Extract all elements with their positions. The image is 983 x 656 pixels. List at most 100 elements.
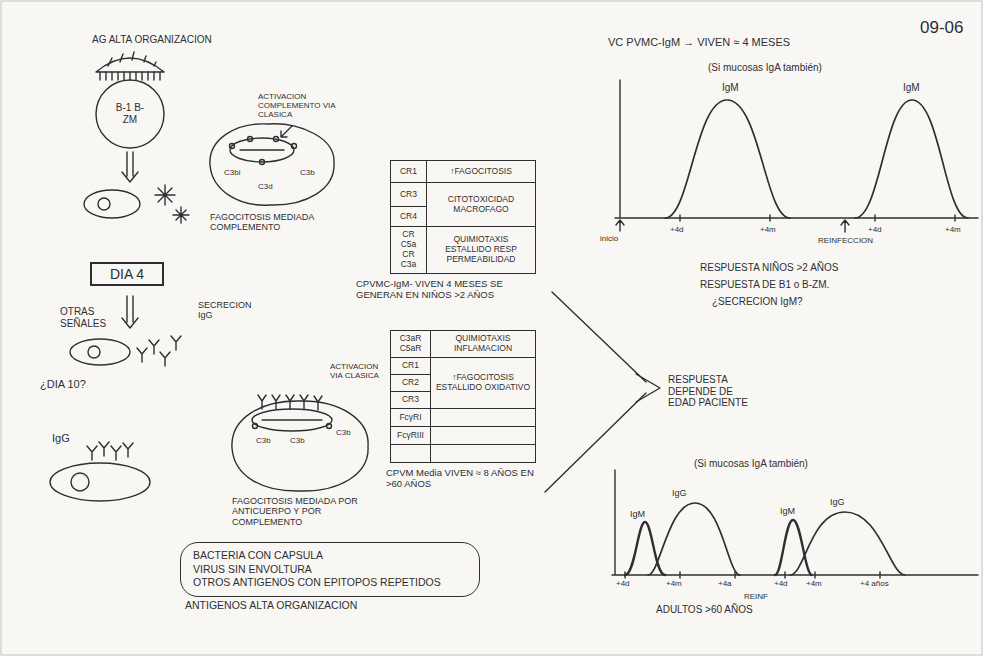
antigen-drawing xyxy=(96,52,164,80)
table-cell: FcγRIII xyxy=(391,427,431,445)
note-text: ADULTOS >60 AÑOS xyxy=(656,604,753,616)
axis-label: +4a xyxy=(718,579,732,588)
receptor-table: CPVMC-IgM- VIVEN 4 MESES SE GENERAN EN N… xyxy=(390,160,536,274)
axis-label: +4d xyxy=(670,225,684,234)
double-arrow xyxy=(122,152,138,328)
note-text: RESPUESTA DE B1 o B-ZM. xyxy=(700,279,829,291)
empty-cell xyxy=(431,409,536,427)
curve-label: IgG xyxy=(672,488,687,498)
antigen-drawing xyxy=(108,52,156,66)
complement-label: C3d xyxy=(258,182,273,191)
macrophage-drawing xyxy=(286,395,294,409)
table-cell: QUIMIOTAXIS ESTALLIDO RESP PERMEABILIDAD xyxy=(427,227,536,274)
axis-label: +4m xyxy=(760,225,776,234)
empty-cell xyxy=(431,445,536,463)
b-cell-drawing xyxy=(96,80,164,148)
double-arrow xyxy=(122,296,138,328)
note-text: (Si mucosas IgA también) xyxy=(694,458,808,470)
macrophage-drawing xyxy=(258,395,266,409)
node-text: CR2 xyxy=(394,378,427,388)
igg-antibody xyxy=(171,336,181,350)
node-text: C3aR C5aR xyxy=(394,334,427,354)
node-text: CR3 xyxy=(394,395,427,405)
graph-axis xyxy=(680,215,955,221)
graph-axis xyxy=(615,80,978,218)
axis-label: REINF xyxy=(744,592,768,601)
axis-label: +4m xyxy=(945,225,961,234)
macrophage-drawing xyxy=(248,137,253,142)
note-text: ¿SECRECION IgM? xyxy=(712,296,803,308)
table-cell: CR4 xyxy=(391,207,427,227)
node-text: QUIMIOTAXIS INFLAMACION xyxy=(434,334,532,354)
complement-label: C3b xyxy=(256,436,271,445)
node-text: VIRUS SIN ENVOLTURA xyxy=(193,563,467,577)
double-arrow xyxy=(122,152,138,182)
macrophage-drawing xyxy=(253,424,258,429)
heading-text: AG ALTA ORGANIZACION xyxy=(92,34,212,46)
node-text: ↑FAGOCITOSIS xyxy=(430,167,532,177)
antibody-curve xyxy=(775,520,812,575)
igm-pentamer xyxy=(155,185,175,205)
macrophage-drawing xyxy=(240,149,284,150)
sketch xyxy=(50,52,978,578)
plasma-cell-drawing xyxy=(84,190,140,218)
note-text: (Si mucosas IgA también) xyxy=(708,62,822,74)
table-cell: ↑FAGOCITOSIS xyxy=(427,161,536,183)
note-text: ¿DIA 10? xyxy=(40,378,86,391)
converging-arrow xyxy=(545,393,646,492)
igg-antibody xyxy=(111,446,121,460)
caption-text: FAGOCITOSIS MEDIADA COMPLEMENTO xyxy=(210,212,334,233)
igg-antibody xyxy=(137,348,147,362)
table-cell: ↑FAGOCITOSIS ESTALLIDO OXIDATIVO xyxy=(431,358,536,409)
table-cell: CITOTOXICIDAD MACROFAGO xyxy=(427,183,536,227)
antibody-curve xyxy=(625,522,665,575)
note-text: RESPUESTA DEPENDE DE EDAD PACIENTE xyxy=(668,374,753,409)
antibody-curve xyxy=(665,100,790,218)
node-text: DIA 4 xyxy=(100,266,154,282)
macrophage-drawing xyxy=(274,137,279,142)
table-cell: CR1 xyxy=(391,358,431,375)
heading-text: VC PVMC-IgM → VIVEN ≈ 4 MESES xyxy=(608,36,790,49)
day-box: DIA 4 xyxy=(90,262,164,286)
node-text: CITOTOXICIDAD MACROFAGO xyxy=(430,195,532,215)
macrophage-drawing xyxy=(260,160,265,165)
node-text: CR1 xyxy=(394,167,423,177)
table-cell: CR3 xyxy=(391,183,427,207)
macrophage-drawing xyxy=(314,396,322,410)
macrophage-drawing xyxy=(210,124,334,205)
empty-cell xyxy=(431,427,536,445)
macrophage-drawing xyxy=(262,419,322,420)
b-cell-drawing xyxy=(96,80,164,148)
macrophage-drawing xyxy=(232,401,368,491)
antigen-list-box: BACTERIA CON CAPSULAVIRUS SIN ENVOLTURAO… xyxy=(180,542,480,597)
table-cell: QUIMIOTAXIS INFLAMACION xyxy=(431,331,536,358)
plasma-cell-drawing xyxy=(71,473,89,491)
plasma-cell-drawing xyxy=(50,190,150,501)
igg-antibody xyxy=(99,442,109,456)
graph-axis xyxy=(612,470,978,575)
plasma-cell-drawing xyxy=(50,463,150,501)
igg-antibody xyxy=(149,340,159,354)
igg-antibody xyxy=(87,336,181,460)
igg-antibody xyxy=(87,446,97,460)
node-text: CR1 xyxy=(394,361,427,371)
node-text: CR3 xyxy=(394,190,423,200)
igg-antibody xyxy=(123,443,133,457)
node-text: BACTERIA CON CAPSULA xyxy=(193,549,467,563)
complement-label: C3bi xyxy=(224,168,240,177)
axis-label: +4m xyxy=(666,579,682,588)
antibody-curve xyxy=(625,100,968,575)
table-cell: C3aR C5aR xyxy=(391,331,431,358)
node-text: QUIMIOTAXIS ESTALLIDO RESP PERMEABILIDAD xyxy=(430,235,532,264)
complement-label: C3b xyxy=(336,428,351,437)
axis-label: +4d xyxy=(868,225,882,234)
node-text: CR C5a CR C3a xyxy=(394,230,423,269)
antibody-curve xyxy=(790,512,905,575)
note-text: SECRECION IgG xyxy=(198,300,260,321)
axis-label: +4d xyxy=(774,579,788,588)
complement-label: C3b xyxy=(290,436,305,445)
table-cell: CR2 xyxy=(391,375,431,392)
antibody-curve xyxy=(648,503,740,575)
